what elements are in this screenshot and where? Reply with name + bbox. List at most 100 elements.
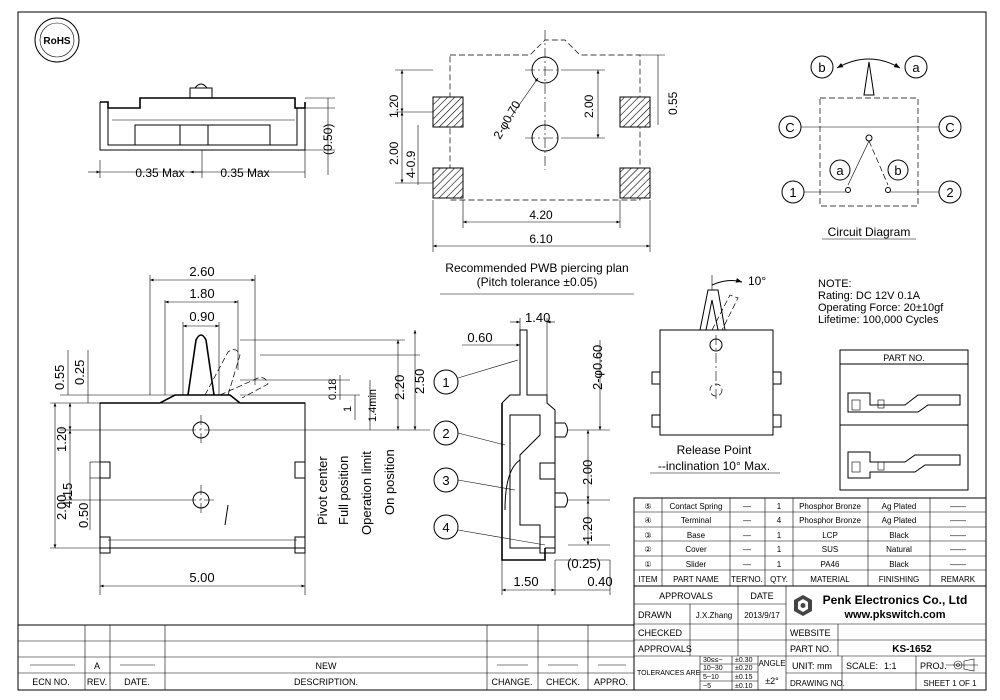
bom-cell-item: ① xyxy=(644,560,651,569)
tb-date: DATE xyxy=(750,591,773,601)
company-logo-icon xyxy=(794,595,812,616)
bom-cell-ter: — xyxy=(743,531,751,540)
label-operation: Operation limit xyxy=(359,451,374,535)
tb-approvals2: APPROVALS xyxy=(638,644,692,654)
circuit-c-right: C xyxy=(945,120,954,135)
dim-025-front: (0.25) xyxy=(567,556,601,571)
note-title: NOTE: xyxy=(818,278,852,290)
rev-header-description: DESCRIPTION. xyxy=(294,677,358,687)
dim-14min: 1.4min xyxy=(367,389,379,422)
release-angle: 10° xyxy=(748,274,766,288)
tb-checked: CHECKED xyxy=(638,628,683,638)
bom-cell-ter: — xyxy=(743,560,751,569)
dim-025-side: 0.25 xyxy=(72,360,87,385)
dim-055-pwb: 0.55 xyxy=(666,91,680,115)
rev-header-ecn: ECN NO. xyxy=(32,677,70,687)
part-no-title: PART NO. xyxy=(883,353,925,363)
bom-cell-name: Cover xyxy=(685,545,707,554)
bom-cell-name: Base xyxy=(687,531,706,540)
bom-table xyxy=(633,497,987,587)
tb-website: WEBSITE xyxy=(790,628,831,638)
tol-row-0: 30≤≤~ xyxy=(703,657,723,664)
dim-120-pwb: 1.20 xyxy=(387,94,401,118)
dim-050-side: 0.50 xyxy=(76,503,91,528)
bom-cell-rem: —— xyxy=(950,516,966,525)
dim-2-070: 2-φ0.70 xyxy=(490,98,523,141)
revision-block: A NEW ECN NO. REV. DATE. DESCRIPTION. CH… xyxy=(17,624,635,691)
tol-val-3: ±0.10 xyxy=(735,683,753,690)
rev-header-change: CHANGE. xyxy=(491,677,532,687)
rev-header-check: CHECK. xyxy=(546,677,580,687)
bom-cell-fin: Natural xyxy=(886,545,912,554)
tol-val-0: ±0.30 xyxy=(735,657,753,664)
label-full: Full position xyxy=(336,456,351,525)
bom-cell-item: ② xyxy=(644,545,651,554)
bom-cell-qty: 1 xyxy=(777,545,782,554)
rev-header-rev: REV. xyxy=(87,677,107,687)
pad-top-left xyxy=(432,96,464,128)
bom-cell-mat: PA46 xyxy=(821,560,841,569)
callout-4: 4 xyxy=(442,520,449,535)
dim-500: 5.00 xyxy=(189,570,214,585)
dim-1: 1 xyxy=(342,406,354,412)
tb-unit: UNIT: mm xyxy=(792,661,832,671)
bom-cell-item: ⑤ xyxy=(644,502,651,511)
tb-part-no: PART NO. xyxy=(790,644,832,654)
callout-1: 1 xyxy=(442,375,449,390)
tb-approvals: APPROVALS xyxy=(659,591,713,601)
tol-row-2: 5~10 xyxy=(703,674,719,681)
dim-050: (0.50) xyxy=(321,124,335,155)
release-point-view: 10° Release Point --inclination 10° Max. xyxy=(650,274,782,474)
circuit-c-left: C xyxy=(785,120,794,135)
pwb-title: Recommended PWB piercing plan xyxy=(445,261,628,275)
circuit-a-top: a xyxy=(912,60,920,75)
dim-140: 1.40 xyxy=(525,310,550,325)
tb-drawn: DRAWN xyxy=(638,610,672,620)
tb-scale-val: 1:1 xyxy=(884,661,897,671)
tb-drawn-date: 2013/9/17 xyxy=(744,611,780,620)
projection-symbol-icon xyxy=(946,658,978,672)
dim-180: 1.80 xyxy=(189,286,214,301)
dim-610: 6.10 xyxy=(529,232,553,246)
pad-bottom-right xyxy=(619,167,651,199)
dim-120-front: 1.20 xyxy=(580,517,595,542)
tb-drawn-by: J.X.Zhang xyxy=(696,611,732,620)
bom-cell-ter: — xyxy=(743,516,751,525)
bom-cell-rem: —— xyxy=(950,560,966,569)
release-sub: --inclination 10° Max. xyxy=(658,459,770,473)
bom-cell-fin: Ag Plated xyxy=(882,502,917,511)
bom-header-cell: PART NAME xyxy=(673,575,719,584)
bom-header-cell: ITEM xyxy=(638,575,657,584)
rev-header-date: DATE. xyxy=(124,677,150,687)
bom-cell-rem: —— xyxy=(950,531,966,540)
rev-value: A xyxy=(94,661,100,671)
note-block: NOTE: Rating: DC 12V 0.1A Operating Forc… xyxy=(818,278,944,326)
tb-part-no-val: KS-1652 xyxy=(892,644,932,655)
bom-cell-qty: 4 xyxy=(777,516,782,525)
bom-header-cell: FINISHING xyxy=(879,575,919,584)
callout-2: 2 xyxy=(442,426,449,441)
bom-cell-item: ④ xyxy=(644,516,651,525)
bom-cell-mat: Phosphor Bronze xyxy=(799,502,861,511)
rohs-logo: RoHS xyxy=(34,17,80,63)
bom-cell-rem: —— xyxy=(950,502,966,511)
note-rating: Rating: DC 12V 0.1A xyxy=(818,290,921,302)
bom-cell-fin: Black xyxy=(889,560,910,569)
dim-150: 1.50 xyxy=(513,574,538,589)
tol-val-2: ±0.15 xyxy=(735,674,753,681)
tol-row-1: 10~30 xyxy=(703,665,723,672)
bom-header-cell: REMARK xyxy=(941,575,976,584)
top-view: 0.35 Max 0.35 Max (0.50) xyxy=(88,83,335,180)
tb-angle: ANGLE xyxy=(758,659,785,668)
release-title: Release Point xyxy=(677,443,752,457)
tb-drawing-no: DRAWING NO. xyxy=(790,679,845,688)
pad-top-right xyxy=(619,96,651,128)
circuit-a-inner: a xyxy=(836,163,844,178)
bom-cell-qty: 1 xyxy=(777,560,782,569)
dim-260: 2.60 xyxy=(189,264,214,279)
tb-angle-val: ±2° xyxy=(765,676,779,686)
bom-cell-fin: Black xyxy=(889,531,910,540)
bom-header-cell: MATERIAL xyxy=(810,575,850,584)
